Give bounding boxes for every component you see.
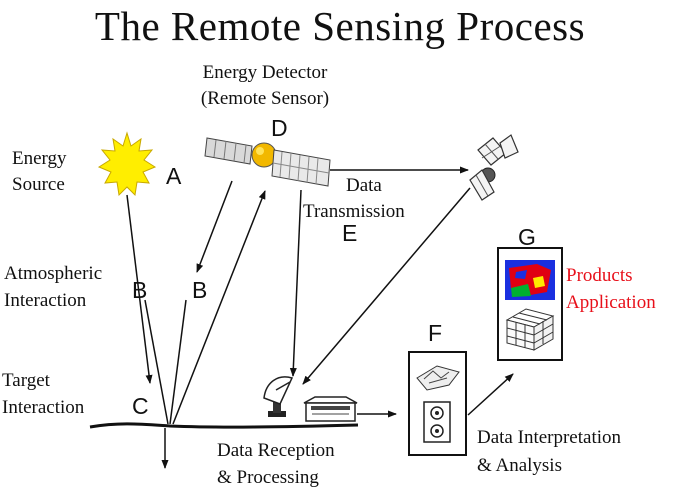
target-label: Target: [2, 370, 50, 391]
letter-b-atmospheric-in: B: [132, 277, 148, 303]
letter-b-atmospheric-out: B: [192, 277, 208, 303]
remote-sensor-label: (Remote Sensor): [200, 88, 330, 109]
film-reel-icon: [423, 401, 451, 443]
energy-paths: [126, 166, 514, 469]
letter-a: A: [166, 163, 182, 189]
data-interpretation-label: Data Interpretation: [477, 427, 622, 448]
map-product-icon: [505, 260, 555, 300]
interpretation-box: [408, 351, 467, 456]
film-image-icon: [416, 365, 460, 391]
products-label: Products: [566, 265, 633, 286]
grid-product-icon: [505, 308, 555, 351]
ground-station-icon: [303, 396, 358, 422]
application-label: Application: [566, 292, 656, 313]
letter-d: D: [271, 115, 288, 141]
letter-f: F: [428, 320, 443, 346]
relay-satellite-icon: [469, 134, 519, 201]
ground-line: [89, 422, 359, 429]
products-box: [497, 247, 563, 361]
analysis-label: & Analysis: [477, 455, 562, 476]
atmospheric-label: Atmospheric: [4, 263, 103, 284]
processing-label: & Processing: [217, 467, 319, 488]
sun-icon: [97, 131, 157, 197]
transmission-label: Transmission: [303, 201, 405, 222]
dish-antenna-icon: [263, 376, 294, 417]
atmospheric-interaction-label: Interaction: [4, 290, 87, 311]
letter-e: E: [342, 220, 358, 246]
energy-label: Energy: [12, 148, 67, 169]
page-title: The Remote Sensing Process: [94, 3, 586, 49]
satellite-icon: [204, 137, 331, 187]
letter-c: C: [132, 393, 149, 419]
energy-detector-label: Energy Detector: [202, 62, 328, 83]
source-label: Source: [12, 174, 65, 195]
target-interaction-label: Interaction: [2, 397, 85, 418]
data-label: Data: [346, 175, 382, 196]
data-reception-label: Data Reception: [217, 440, 335, 461]
letter-g: G: [518, 224, 536, 250]
